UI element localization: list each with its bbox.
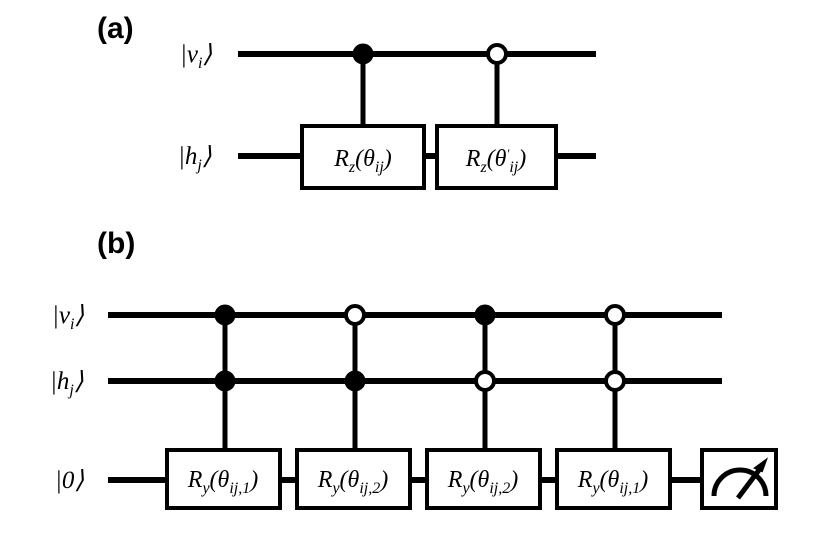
gate-a-rz-1-control-filled-icon[interactable]	[352, 43, 374, 65]
gate-a-rz-2-label: Rz(θ′ij)	[465, 146, 526, 176]
gate-b-ry-4-name: R	[577, 467, 593, 493]
gate-a-rz-1-argclose: )	[382, 146, 392, 172]
gate-b-ry-2-name: R	[317, 467, 333, 493]
gate-b-ry-4-control-v-open-icon[interactable]	[604, 304, 626, 326]
panel-a-wire-h-ket: |h	[178, 143, 197, 170]
gate-b-ry-3-name: R	[447, 467, 463, 493]
gate-b-ry-2-control-h-filled-icon[interactable]	[344, 370, 366, 392]
gate-b-ry-1-label: Ry(θij,1)	[187, 467, 258, 497]
gate-b-ry-1-argsub: ij,1	[229, 480, 250, 497]
gate-b-ry-4-argclose: )	[638, 467, 648, 493]
gate-b-ry-4-argsub: ij,1	[619, 480, 640, 497]
gate-b-ry-2-argsub: ij,2	[359, 480, 380, 497]
gate-a-rz-1-argopen: (θ	[355, 146, 375, 172]
gate-b-ry-1-argopen: (θ	[210, 467, 230, 493]
gate-a-rz-2-prime: ′	[506, 146, 509, 161]
svg-text:|0⟩: |0⟩	[55, 467, 84, 494]
panel-a-wire-v-sub: i	[198, 55, 202, 72]
gate-b-ry-1-argclose: )	[248, 467, 258, 493]
svg-text:|vi⟩: |vi⟩	[52, 302, 84, 333]
panel-a-wire-v-ket: |v	[180, 41, 199, 68]
gate-a-rz-2-box[interactable]	[435, 124, 558, 190]
gate-b-ry-3-control-v-filled-icon[interactable]	[474, 304, 496, 326]
panel-b-wire-v-label: |vi⟩	[52, 302, 84, 333]
panel-b-wire-anc-ketclose: ⟩	[74, 467, 84, 494]
svg-text:|hj⟩: |hj⟩	[50, 368, 84, 399]
panel-b-wire-anc-label: |0⟩	[55, 467, 84, 494]
gate-a-rz-1-name: R	[333, 146, 349, 172]
gate-a-rz-2-argopen: (θ	[487, 146, 507, 172]
gate-b-ry-3-argclose: )	[508, 467, 518, 493]
gate-a-rz-1-axis: z	[348, 159, 356, 176]
gate-b-ry-2-label: Ry(θij,2)	[317, 467, 388, 497]
svg-text:|vi⟩: |vi⟩	[180, 41, 212, 72]
gate-b-ry-1-name: R	[187, 467, 203, 493]
gate-b-ry-3-argsub: ij,2	[489, 480, 510, 497]
gate-b-ry-1-control-v-filled-icon[interactable]	[214, 304, 236, 326]
gate-a-rz-2-argsub: ij	[509, 159, 518, 176]
gate-b-ry-2-box[interactable]	[295, 448, 412, 510]
gate-b-ry-4-argopen: (θ	[600, 467, 620, 493]
panel-b-wire-h-label: |hj⟩	[50, 368, 84, 399]
panel-a-wire-h-label: |hj⟩	[178, 143, 212, 174]
panel-a-wire-h-ketclose: ⟩	[202, 143, 212, 170]
panel-a-wire-v-label: |vi⟩	[180, 41, 212, 72]
gate-b-measure-box[interactable]	[700, 448, 778, 510]
panel-a: (a) |vi⟩ |hj⟩ Rz(θij) Rz(θ′ij)	[97, 12, 596, 190]
measurement-meter-icon	[711, 467, 769, 497]
gate-b-ry-1-box[interactable]	[165, 448, 282, 510]
svg-text:|hj⟩: |hj⟩	[178, 143, 212, 174]
panel-b-wire-h-ketclose: ⟩	[74, 368, 84, 395]
measurement-needle-icon	[736, 464, 764, 500]
gate-b-measure[interactable]	[700, 448, 778, 510]
gate-a-rz-1-label: Rz(θij)	[333, 146, 392, 176]
panel-a-wire-h-sub: j	[195, 157, 202, 174]
panel-a-wire-v-ketclose: ⟩	[202, 41, 212, 68]
measurement-arrowhead-icon	[752, 457, 769, 473]
gate-a-rz-2-argclose: )	[516, 146, 526, 172]
gate-b-ry-2-axis: y	[330, 480, 340, 497]
gate-b-ry-3-control-h-open-icon[interactable]	[474, 370, 496, 392]
panel-b: (b) |vi⟩ |hj⟩ |0⟩	[50, 227, 778, 510]
panel-b-wire-h-sub: j	[67, 382, 74, 399]
gate-b-ry-4-box[interactable]	[555, 448, 672, 510]
gate-b-ry-1-axis: y	[200, 480, 210, 497]
gate-b-ry-2-control-v-open-icon[interactable]	[344, 304, 366, 326]
gate-b-ry-4-control-h-open-icon[interactable]	[604, 370, 626, 392]
gate-a-rz-1-box[interactable]	[300, 124, 426, 190]
gate-a-rz-2-axis: z	[479, 159, 487, 176]
gate-a-rz-2-control-open-icon[interactable]	[486, 43, 508, 65]
gate-b-ry-1-control-h-filled-icon[interactable]	[214, 370, 236, 392]
gate-b-ry-3-axis: y	[460, 480, 470, 497]
panel-b-wire-anc-ket: |0	[55, 467, 75, 494]
gate-b-ry-3-label: Ry(θij,2)	[447, 467, 518, 497]
gate-b-ry-4-axis: y	[590, 480, 600, 497]
gate-b-ry-4-label: Ry(θij,1)	[577, 467, 648, 497]
panel-b-wire-v-ketclose: ⟩	[74, 302, 84, 329]
gate-b-ry-2-argclose: )	[378, 467, 388, 493]
panel-b-wire-v-sub: i	[70, 316, 74, 333]
panel-b-label: (b)	[97, 227, 135, 260]
gate-b-ry-3-argopen: (θ	[470, 467, 490, 493]
gate-a-rz-2-name: R	[465, 146, 481, 172]
panel-b-wire-h-ket: |h	[50, 368, 69, 395]
panel-a-label: (a)	[97, 12, 134, 45]
gate-b-ry-3-box[interactable]	[425, 448, 542, 510]
panel-b-wire-v-ket: |v	[52, 302, 71, 329]
gate-a-rz-1-argsub: ij	[375, 159, 384, 176]
gate-b-ry-2-argopen: (θ	[340, 467, 360, 493]
